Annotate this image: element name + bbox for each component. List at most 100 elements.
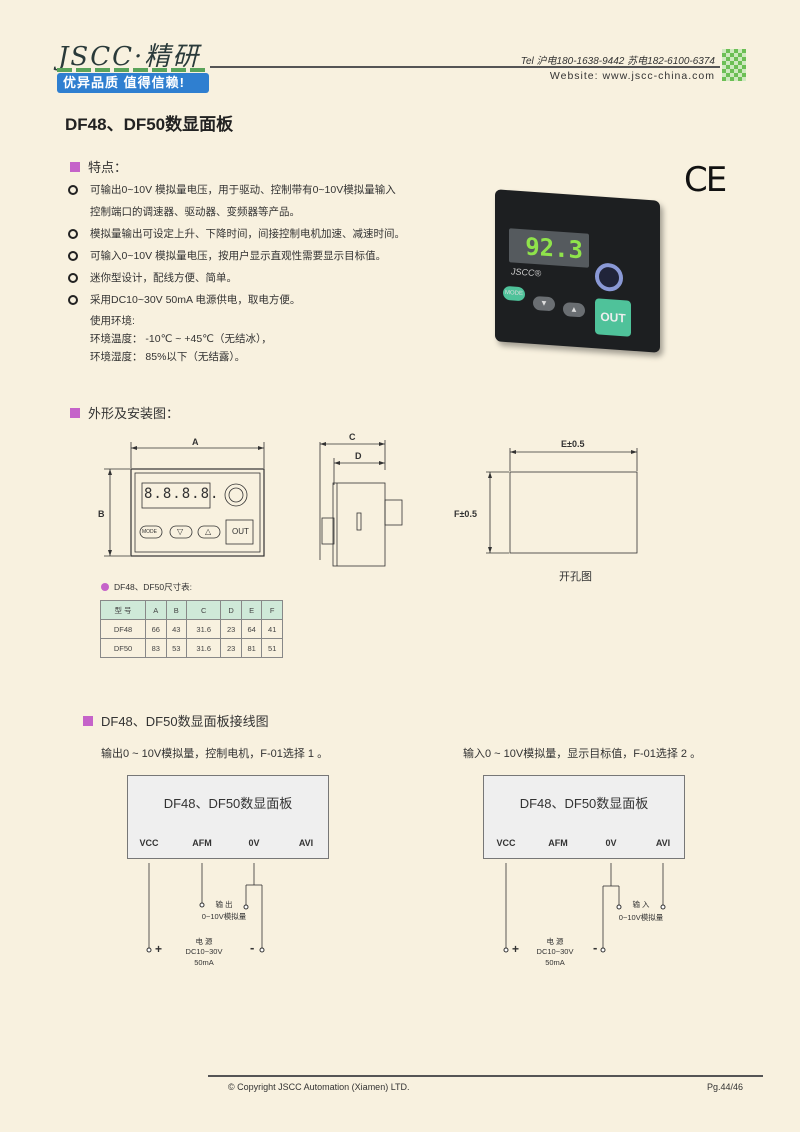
diagram-caption: 输出0 ~ 10V模拟量，控制电机，F-01选择 1 。	[101, 748, 329, 760]
bullet-circle-icon	[68, 250, 78, 261]
dimensions-heading: 外形及安装图：	[70, 403, 179, 422]
table-cell: 64	[240, 619, 263, 639]
front-out-label: OUT	[232, 527, 249, 536]
table-cell: 51	[261, 638, 283, 658]
power-current: 50mA	[194, 958, 214, 967]
feature-text: 采用DC10~30V 50mA 电源供电，取电方便。	[90, 294, 301, 306]
env-label: 使用环境:	[90, 315, 135, 327]
bullet-circle-icon	[68, 294, 78, 305]
feature-item: 采用DC10~30V 50mA 电源供电，取电方便。	[68, 292, 300, 307]
table-cell: 81	[240, 638, 263, 658]
plus-sign: +	[155, 942, 163, 956]
table-cell: 83	[145, 638, 167, 658]
table-header: B	[165, 600, 188, 620]
dim-e-label: E±0.5	[561, 439, 585, 449]
feature-text: 可输入0~10V 模拟量电压，按用户显示直观性需要显示目标值。	[90, 250, 387, 262]
bullet-circle-icon	[68, 272, 78, 283]
section-marker	[83, 715, 93, 726]
table-cell: 66	[145, 619, 167, 639]
terminal-avi: AVI	[298, 838, 314, 848]
feature-text: 模拟量输出可设定上升、下降时间，间接控制电机加速、减速时间。	[90, 228, 405, 240]
feature-item: 模拟量输出可设定上升、下降时间，间接控制电机加速、减速时间。	[68, 226, 405, 241]
diagram-caption: 输入0 ~ 10V模拟量，显示目标值，F-01选择 2 。	[463, 748, 702, 760]
cutout-label: 开孔图	[559, 571, 592, 583]
dimensions-heading-text: 外形及安装图：	[88, 406, 180, 421]
feature-text: 可输出0~10V 模拟量电压，用于驱动、控制带有0~10V模拟量输入	[90, 184, 396, 196]
table-cell: 23	[220, 638, 242, 658]
table-cell: DF48	[100, 619, 146, 639]
tel-text: Tel 沪电180-1638-9442 苏电182-6100-6374	[520, 56, 715, 67]
feature-item: 迷你型设计，配线方便、简单。	[68, 270, 237, 285]
table-header: 型 号	[100, 600, 146, 620]
terminal-vcc: VCC	[496, 838, 516, 848]
front-down-icon: ▽	[177, 527, 184, 536]
table-cell: 43	[165, 619, 188, 639]
wiring-heading-text: DF48、DF50数显面板接线图	[101, 714, 269, 729]
table-caption: DF48、DF50尺寸表:	[101, 581, 192, 593]
front-up-icon: △	[205, 527, 212, 536]
dim-b-label: B	[98, 509, 105, 519]
signal-label: 输 出	[215, 900, 233, 909]
terminal-vcc: VCC	[139, 838, 159, 848]
power-spec: DC10~30V	[185, 947, 223, 956]
table-header: E	[240, 600, 263, 620]
dim-a-label: A	[192, 437, 199, 447]
feature-item: 可输出0~10V 模拟量电压，用于驱动、控制带有0~10V模拟量输入	[68, 182, 396, 197]
features-heading: 特点：	[70, 157, 127, 176]
ce-mark: CE	[684, 160, 727, 200]
terminal-0v: 0V	[248, 838, 260, 848]
terminal-afm: AFM	[548, 838, 568, 848]
table-header: D	[220, 600, 242, 620]
table-cell: 41	[261, 619, 283, 639]
section-marker	[70, 407, 80, 418]
features-heading-text: 特点：	[88, 160, 128, 175]
power-label: 电 源	[195, 937, 213, 946]
table-caption-text: DF48、DF50尺寸表:	[114, 582, 192, 592]
feature-text: 迷你型设计，配线方便、简单。	[90, 272, 237, 284]
dim-c-label: C	[349, 432, 356, 442]
dim-f-label: F±0.5	[454, 509, 477, 519]
signal-range: 0~10V模拟量	[618, 913, 664, 922]
power-label: 电 源	[546, 937, 564, 946]
website-text: Website: www.jscc-china.com	[549, 70, 715, 82]
terminal-0v: 0V	[605, 838, 617, 848]
feature-item: 可输入0~10V 模拟量电压，按用户显示直观性需要显示目标值。	[68, 248, 386, 263]
minus-sign: -	[593, 940, 598, 955]
table-cell: DF50	[100, 638, 146, 658]
table-cell: 31.6	[186, 619, 222, 639]
wiring-heading: DF48、DF50数显面板接线图	[83, 711, 269, 730]
env-temp: 环境温度： -10℃ ~ +45℃（无结冰），	[90, 333, 272, 345]
power-current: 50mA	[545, 958, 565, 967]
slogan-banner: 优异品质 值得信赖!	[57, 73, 209, 93]
dim-d-label: D	[355, 451, 362, 461]
page-number: Pg.44/46	[707, 1082, 744, 1092]
signal-range: 0~10V模拟量	[201, 912, 247, 921]
page-title: DF48、DF50数显面板	[65, 115, 234, 134]
logo: JSCC·精研	[58, 42, 201, 72]
copyright: © Copyright JSCC Automation (Xiamen) LTD…	[228, 1082, 410, 1092]
plus-sign: +	[512, 942, 520, 956]
terminal-afm: AFM	[192, 838, 212, 848]
checker-decoration	[722, 49, 746, 81]
header-divider	[210, 66, 720, 68]
caption-dot-icon	[101, 583, 109, 591]
bullet-circle-icon	[68, 228, 78, 239]
table-header: A	[145, 600, 167, 620]
table-cell: 23	[220, 619, 242, 639]
env-humidity: 环境湿度： 85%以下（无结露）。	[90, 351, 246, 363]
table-cell: 31.6	[186, 638, 222, 658]
table-header-row: 型 号 A B C D E F	[100, 600, 283, 620]
box-title: DF48、DF50数显面板	[163, 796, 293, 811]
table-cell: 53	[165, 638, 188, 658]
terminal-avi: AVI	[655, 838, 671, 848]
front-mode-label: MODE	[142, 529, 157, 535]
minus-sign: -	[250, 940, 255, 955]
power-spec: DC10~30V	[536, 947, 574, 956]
section-marker	[70, 161, 80, 172]
box-title: DF48、DF50数显面板	[519, 796, 649, 811]
logo-dashes	[57, 68, 209, 72]
